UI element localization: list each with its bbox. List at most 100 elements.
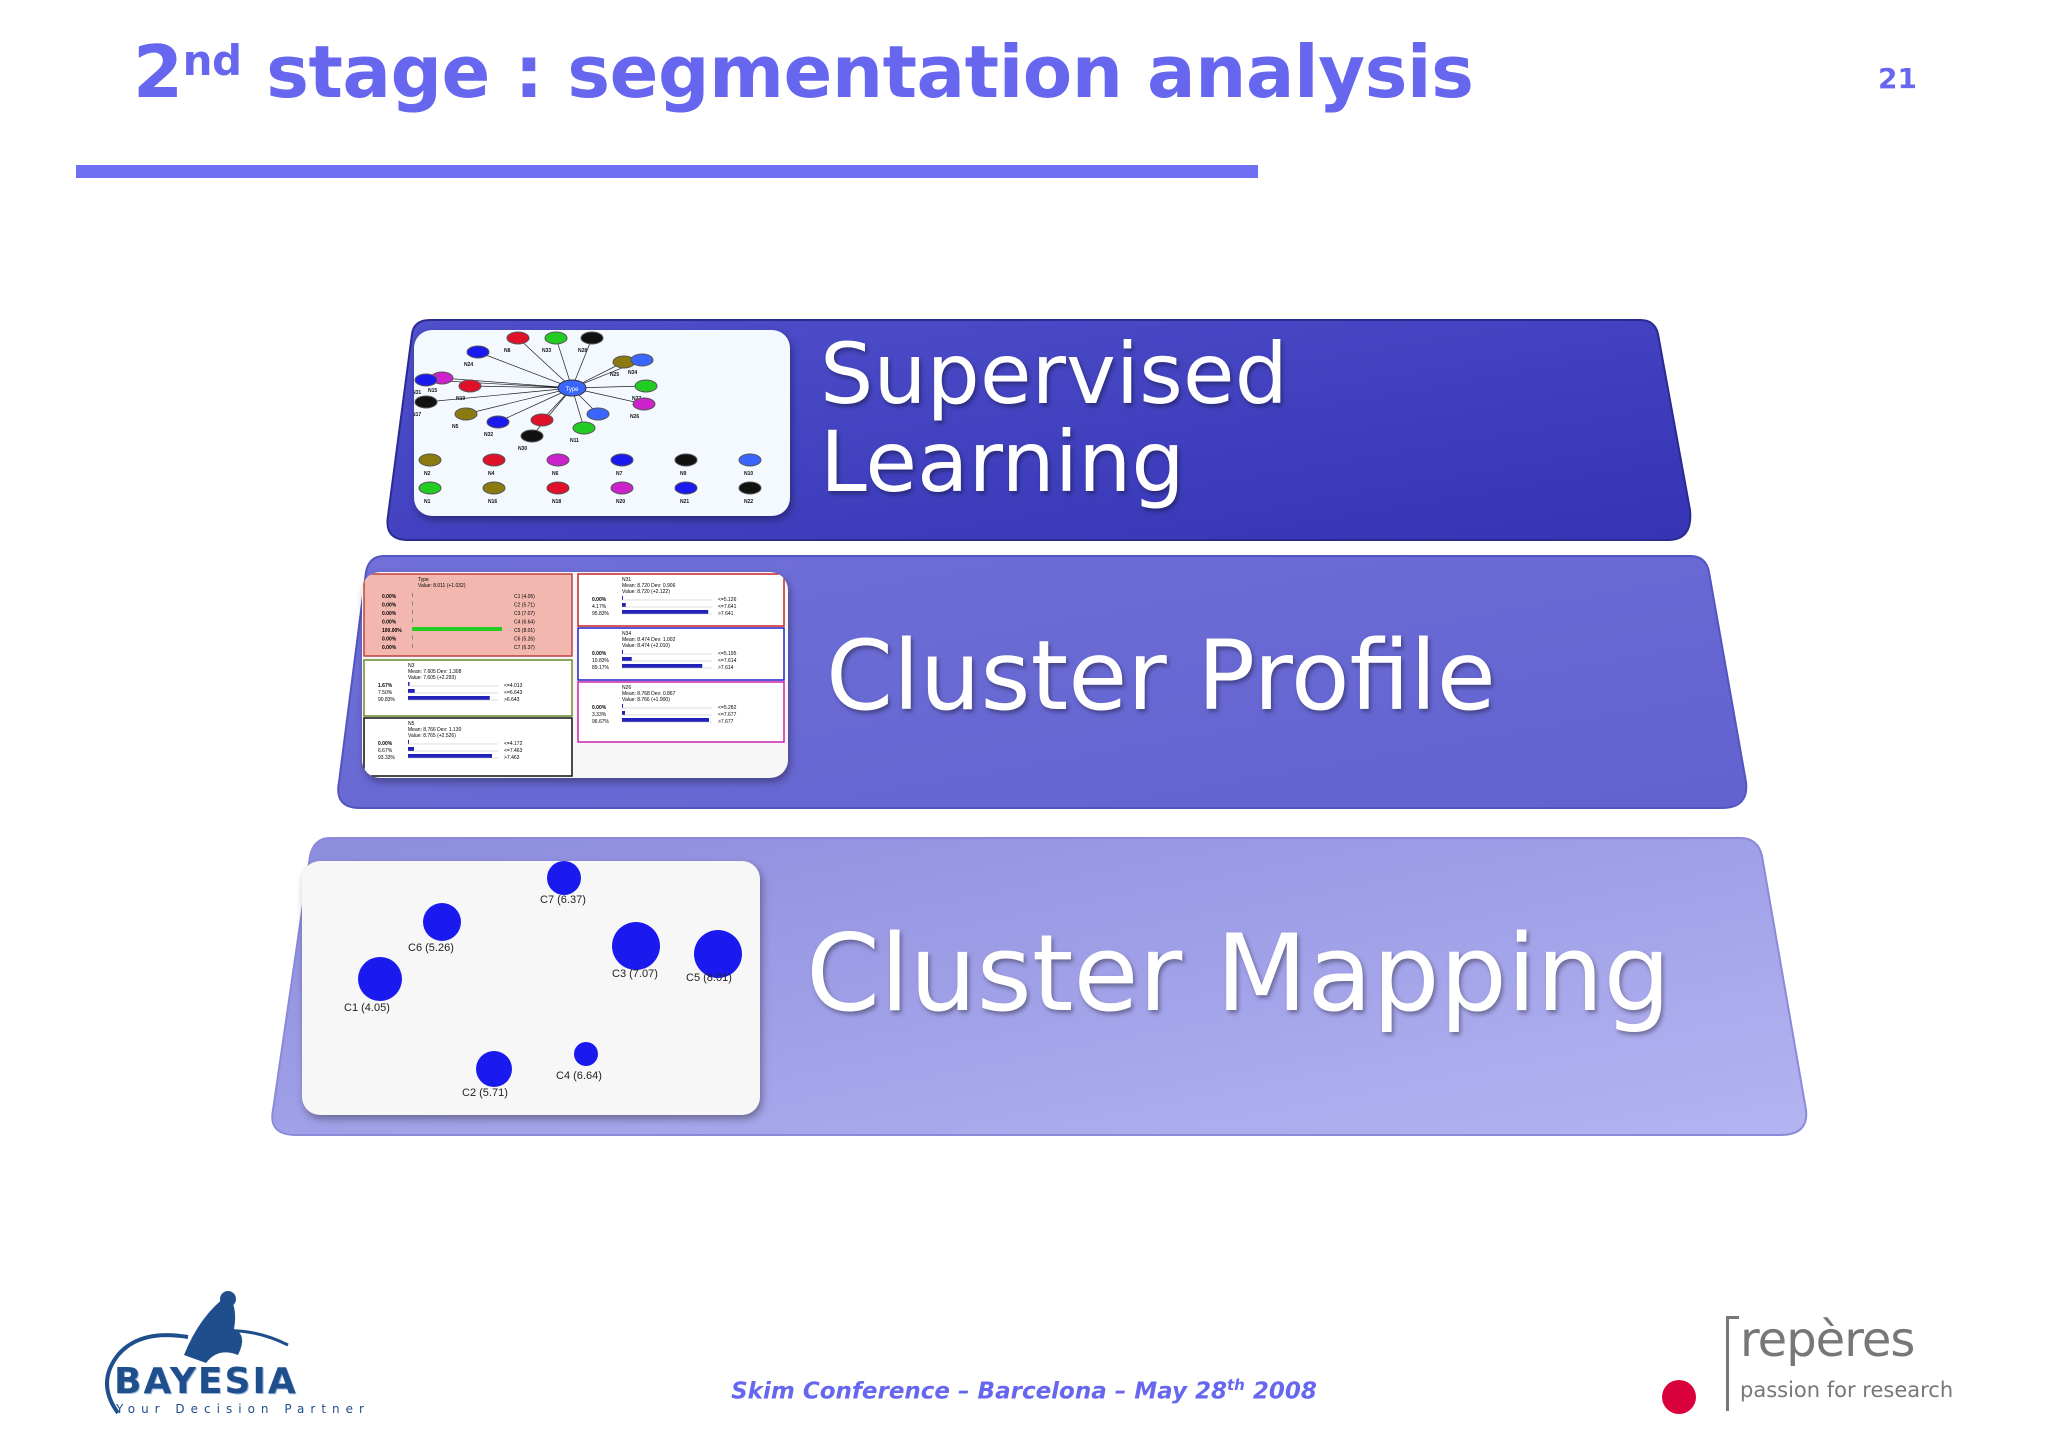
bayesia-emblem-icon	[105, 1291, 289, 1415]
network-node-label: N2	[424, 471, 431, 477]
cluster-label: C4 (6.64)	[556, 1070, 602, 1082]
cluster-label: C2 (5.71)	[462, 1087, 508, 1099]
network-node	[572, 421, 596, 435]
network-node-label: N18	[552, 499, 561, 505]
type-row-pct: 0.00%	[382, 620, 397, 626]
network-node	[506, 331, 530, 345]
monitor-row-pct: 4.17%	[592, 604, 607, 610]
network-node-label: N32	[484, 432, 493, 438]
type-row-bar	[412, 627, 502, 631]
network-node	[414, 373, 438, 387]
monitor-row-label: <=4.013	[504, 683, 523, 689]
cluster-label: C7 (6.37)	[540, 894, 586, 906]
type-row-bar	[412, 593, 413, 597]
cluster-label: C3 (7.07)	[612, 968, 658, 980]
monitor-row-pct: 95.83%	[592, 611, 610, 617]
monitor-value: Value: 7.605 (+2.293)	[408, 675, 456, 681]
network-node	[486, 415, 510, 429]
network-node	[458, 379, 482, 393]
slide-title: 2nd stage : segmentation analysis	[133, 30, 1474, 114]
monitor-stats: Mean: 8.766 Dev: 1.130	[408, 727, 462, 733]
network-node	[586, 407, 610, 421]
monitor-row-pct: 96.67%	[592, 719, 610, 725]
cluster-dot	[476, 1051, 512, 1087]
monitor-box	[577, 681, 785, 743]
slide-number: 21	[1878, 62, 1917, 95]
network-edge	[497, 387, 573, 423]
reperes-bracket	[1726, 1316, 1739, 1411]
reperes-logo: repères passion for research	[1656, 1312, 1953, 1414]
monitor-row-label: >7.641	[718, 611, 734, 617]
monitor-row-bar	[622, 711, 625, 715]
banner-label-cluster-mapping: Cluster Mapping	[806, 912, 1671, 1035]
monitor-row-bar	[622, 603, 626, 607]
network-edge	[517, 337, 573, 389]
network-node-label: N31	[414, 390, 421, 396]
network-node-label: N17	[414, 412, 421, 418]
network-node	[632, 397, 656, 411]
type-row-label: C7 (6.37)	[514, 645, 535, 651]
monitor-value: Value: 8.720 (+2.122)	[622, 589, 670, 595]
monitor-stats: Mean: 7.605 Dev: 1.308	[408, 669, 462, 675]
cluster-dot	[423, 903, 461, 941]
network-edge	[477, 351, 573, 389]
type-row-pct: 100.00%	[382, 628, 402, 634]
monitor-row-pct: 3.33%	[592, 712, 607, 718]
network-node-label: N24	[464, 362, 473, 368]
monitor-row-bar	[622, 664, 703, 668]
monitor-stats: Mean: 8.474 Dev: 1.002	[622, 637, 676, 643]
network-edge	[441, 377, 573, 389]
monitor-row-label: <=4.172	[504, 741, 523, 747]
cluster-dot	[612, 922, 660, 970]
cluster-dot	[358, 957, 402, 1001]
monitor-name: N26	[622, 685, 631, 691]
monitor-row-bar	[408, 696, 490, 700]
type-row-bar	[412, 618, 413, 623]
monitor-row-label: <=5.126	[718, 597, 737, 603]
type-row-pct: 0.00%	[382, 603, 397, 609]
monitor-row-label: >7.614	[718, 665, 734, 671]
monitor-row-pct: 6.67%	[378, 748, 393, 754]
reperes-dot-icon	[1662, 1380, 1696, 1414]
network-node	[546, 481, 570, 495]
monitor-name: N3	[408, 663, 415, 669]
monitor-row-label: <=5.195	[718, 651, 737, 657]
network-node-label: N22	[744, 499, 753, 505]
network-node	[674, 481, 698, 495]
network-node-label: N7	[616, 471, 623, 477]
title-underline	[76, 165, 1258, 178]
banner-label-cluster-profile: Cluster Profile	[826, 620, 1496, 732]
monitor-row-label: <=5.282	[718, 705, 737, 711]
network-node	[630, 353, 654, 367]
monitor-value: Value: 8.766 (+1.900)	[622, 697, 670, 703]
network-node-label: N26	[630, 414, 639, 420]
bayesia-logo: BAYESIA Your Decision Partner	[88, 1285, 364, 1425]
monitor-row-label: <=7.641	[718, 604, 737, 610]
monitor-row-bar	[408, 754, 492, 758]
network-edge	[465, 387, 573, 415]
network-node-label: N19	[456, 396, 465, 402]
footer-year: 2008	[1244, 1378, 1317, 1405]
monitor-value: Value: 8.765 (+2.526)	[408, 733, 456, 739]
monitor-stats: Mean: 8.768 Dev: 0.867	[622, 691, 676, 697]
reperes-wordmark: repères	[1740, 1312, 1915, 1368]
monitor-name: N31	[622, 577, 631, 583]
network-node	[610, 481, 634, 495]
type-monitor-box	[363, 573, 573, 657]
network-node-label: N28	[578, 348, 587, 354]
type-row-pct: 0.00%	[382, 611, 397, 617]
footer-sup: th	[1226, 1376, 1245, 1394]
network-edge	[425, 387, 573, 403]
type-row-label: C3 (7.07)	[514, 611, 535, 617]
monitor-row-bar	[622, 650, 623, 654]
footer-text: Skim Conference – Barcelona – May 28	[731, 1378, 1227, 1405]
monitor-row-pct: 90.83%	[378, 697, 396, 703]
title-superscript: nd	[182, 36, 242, 85]
monitor-row-label: >7.463	[504, 755, 520, 761]
monitor-row-pct: 1.67%	[378, 683, 393, 689]
network-node	[482, 453, 506, 467]
monitor-value: Value: 8.474 (+2.010)	[622, 643, 670, 649]
network-node	[466, 345, 490, 359]
